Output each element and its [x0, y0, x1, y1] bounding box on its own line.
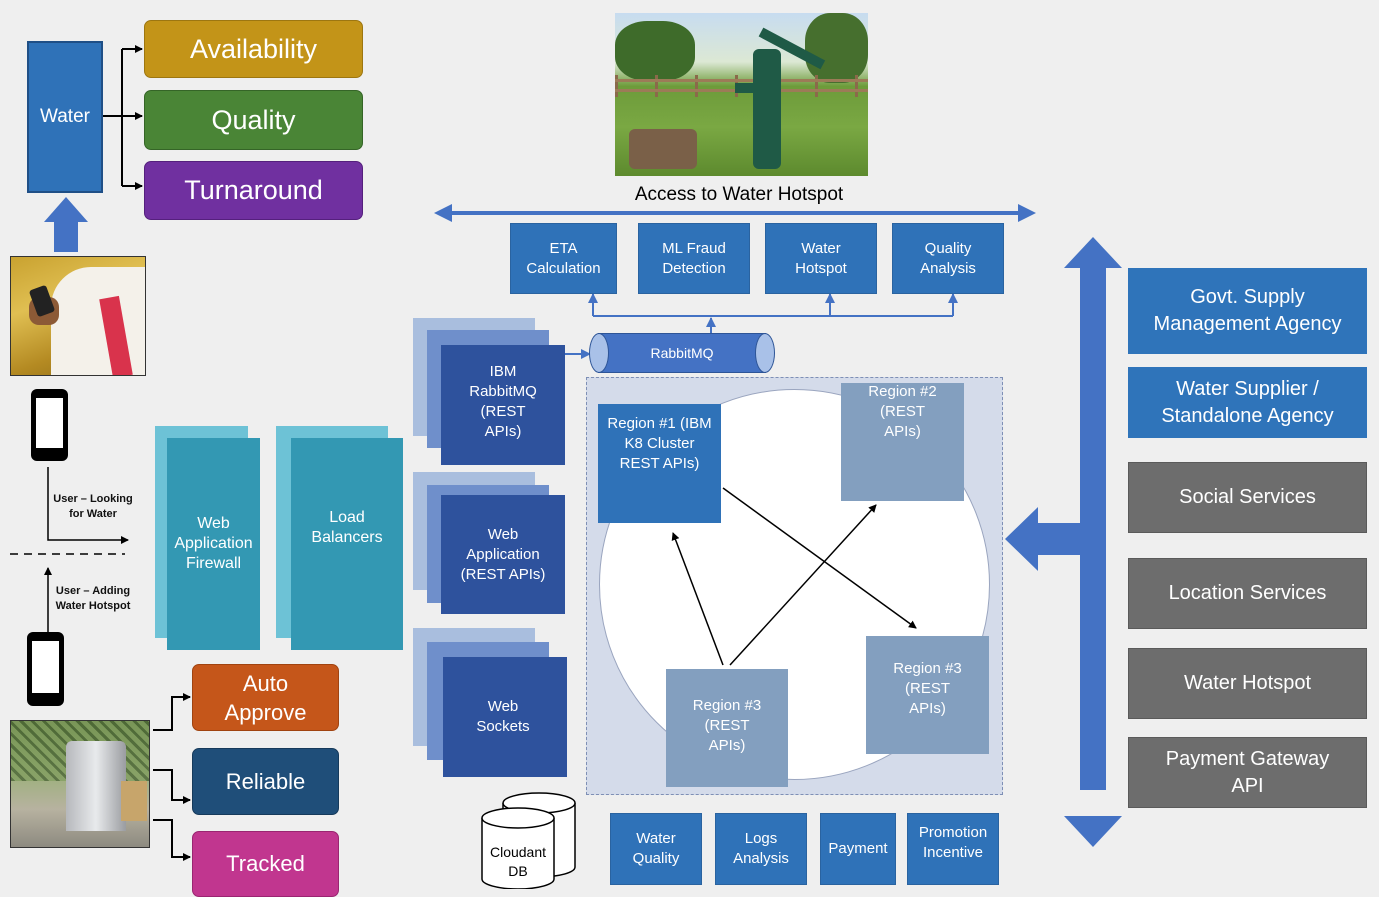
waf-box: Web Application Firewall — [167, 438, 260, 650]
hotspot-outcome-connectors — [153, 693, 191, 861]
tracked-label: Tracked — [226, 851, 305, 876]
rabbitmq-queue: RabbitMQ — [598, 333, 766, 373]
payment-gateway-box: Payment Gateway API — [1128, 737, 1367, 808]
cloudant-db-label: Cloudant DB — [489, 844, 547, 879]
user-adding-label: User – Adding Water Hotspot — [55, 585, 131, 612]
region-1-box: Region #1 (IBM K8 Cluster REST APIs) — [598, 404, 721, 523]
turnaround-box: Turnaround — [144, 161, 363, 220]
access-double-arrow — [434, 204, 1036, 222]
payment-gateway-label: Payment Gateway API — [1165, 747, 1330, 797]
logs-analysis-label: Logs Analysis — [733, 830, 789, 867]
farmer-to-water-arrow — [44, 197, 88, 252]
quality-analysis-box: Quality Analysis — [892, 223, 1004, 294]
water-label: Water — [40, 106, 90, 127]
web-app-box: Web Application (REST APIs) — [441, 495, 565, 614]
rabbitmq-queue-left-cap — [589, 333, 609, 373]
web-sockets-box: Web Sockets — [443, 657, 567, 777]
water-hotspot-service-box: Water Hotspot — [765, 223, 877, 294]
quality-label: Quality — [211, 104, 296, 135]
region-3-bottom-label: Region #3 (REST APIs) — [692, 696, 762, 754]
location-services-box: Location Services — [1128, 558, 1367, 629]
govt-supply-agency-box: Govt. Supply Management Agency — [1128, 268, 1367, 354]
quality-box: Quality — [144, 90, 363, 150]
logs-analysis-box: Logs Analysis — [715, 813, 807, 885]
water-box: Water — [27, 41, 103, 193]
phone-icon — [27, 632, 64, 706]
hand-pump-photo — [615, 13, 868, 176]
region-3-right-box: Region #3 (REST APIs) — [866, 636, 989, 754]
load-balancers-box: Load Balancers — [291, 438, 403, 650]
social-services-box: Social Services — [1128, 462, 1367, 533]
water-quality-label: Water Quality — [632, 830, 680, 867]
water-outcome-connectors — [103, 45, 143, 190]
rabbitmq-fanout — [565, 293, 958, 359]
location-services-label: Location Services — [1168, 582, 1327, 604]
web-sockets-label: Web Sockets — [476, 698, 530, 735]
payment-label: Payment — [828, 840, 888, 857]
reliable-box: Reliable — [192, 748, 339, 815]
region-2-label: Region #2 (REST APIs) — [868, 383, 937, 440]
access-caption: Access to Water Hotspot — [634, 184, 844, 205]
rabbitmq-api-label: IBM RabbitMQ (REST APIs) — [469, 363, 537, 440]
turnaround-label: Turnaround — [184, 175, 323, 205]
web-app-label: Web Application (REST APIs) — [460, 525, 546, 583]
phone-icon — [31, 389, 68, 461]
user-looking-label: User – Looking for Water — [53, 493, 133, 520]
water-hotspot-service-label: Water Hotspot — [795, 239, 847, 277]
region-2-box: Region #2 (REST APIs) — [841, 383, 964, 501]
ml-fraud-detection-box: ML Fraud Detection — [638, 223, 750, 294]
availability-label: Availability — [189, 33, 318, 64]
rabbitmq-queue-right-cap — [755, 333, 775, 373]
auto-approve-box: Auto Approve — [192, 664, 339, 731]
quality-analysis-label: Quality Analysis — [920, 239, 976, 277]
auto-approve-label: Auto Approve — [224, 670, 307, 725]
water-hotspot-external-label: Water Hotspot — [1183, 672, 1312, 694]
social-services-label: Social Services — [1179, 486, 1316, 508]
water-supplier-agency-box: Water Supplier / Standalone Agency — [1128, 367, 1367, 438]
region-1-label: Region #1 (IBM K8 Cluster REST APIs) — [607, 414, 712, 472]
eta-calculation-label: ETA Calculation — [526, 239, 601, 277]
water-quality-box: Water Quality — [610, 813, 702, 885]
cluster-input-arrow — [1005, 507, 1081, 571]
eta-calculation-box: ETA Calculation — [510, 223, 617, 294]
rabbitmq-label: RabbitMQ — [650, 345, 714, 361]
hotspot-station-photo — [10, 720, 150, 848]
availability-box: Availability — [144, 20, 363, 78]
payment-box: Payment — [820, 813, 896, 885]
region-3-right-label: Region #3 (REST APIs) — [893, 660, 962, 717]
ml-fraud-detection-label: ML Fraud Detection — [662, 239, 726, 277]
load-balancers-label: Load Balancers — [311, 509, 383, 546]
tracked-box: Tracked — [192, 831, 339, 897]
region-3-bottom-box: Region #3 (REST APIs) — [666, 669, 788, 787]
promotion-incentive-label: Promotion Incentive — [918, 824, 988, 861]
govt-supply-agency-label: Govt. Supply Management Agency — [1153, 286, 1342, 335]
farmer-phone-photo — [10, 256, 146, 376]
water-supplier-agency-label: Water Supplier / Standalone Agency — [1161, 377, 1334, 427]
promotion-incentive-box: Promotion Incentive — [907, 813, 999, 885]
external-vertical-double-arrow — [1064, 237, 1122, 847]
rabbitmq-api-box: IBM RabbitMQ (REST APIs) — [441, 345, 565, 465]
water-hotspot-external-box: Water Hotspot — [1128, 648, 1367, 719]
waf-label: Web Application Firewall — [174, 515, 253, 572]
reliable-label: Reliable — [225, 768, 306, 794]
user-flow-lines — [44, 467, 129, 632]
